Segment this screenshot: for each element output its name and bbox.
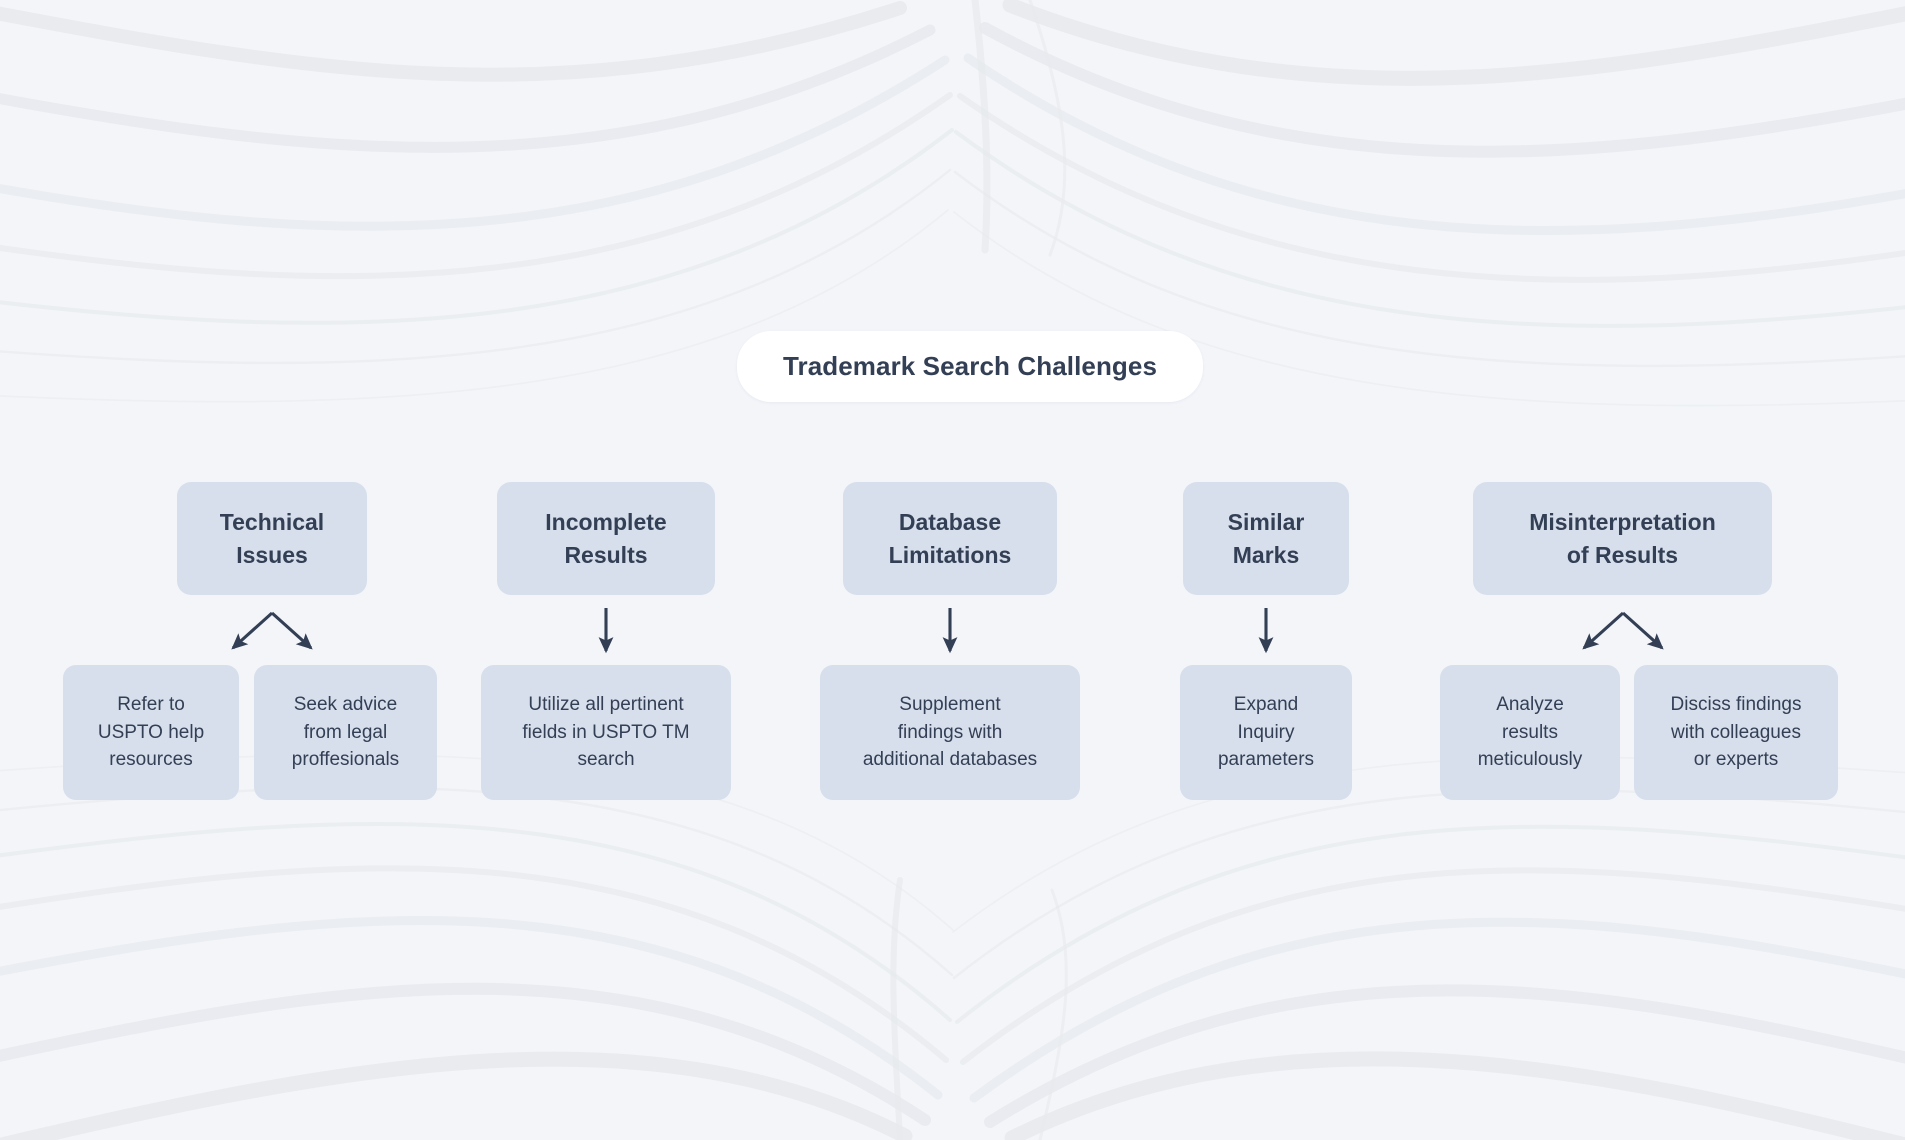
root-node-trademark-search-challenges[interactable]: Trademark Search Challenges	[737, 331, 1203, 402]
branch-node-database-limitations[interactable]: Database Limitations	[843, 482, 1057, 595]
leaf-node-utilize-pertinent-fields[interactable]: Utilize all pertinent fields in USPTO TM…	[481, 665, 731, 800]
leaf-node-seek-legal-advice[interactable]: Seek advice from legal proffesionals	[254, 665, 437, 800]
branch-node-label: Misinterpretation of Results	[1529, 508, 1716, 568]
leaf-node-label: Disciss findings with colleagues or expe…	[1670, 694, 1802, 771]
branch-node-incomplete-results[interactable]: Incomplete Results	[497, 482, 715, 595]
branch-node-misinterpretation-of-results[interactable]: Misinterpretation of Results	[1473, 482, 1772, 595]
leaf-node-expand-inquiry-parameters[interactable]: Expand Inquiry parameters	[1180, 665, 1352, 800]
branch-node-label: Incomplete Results	[545, 508, 667, 568]
root-node-label: Trademark Search Challenges	[782, 351, 1158, 382]
leaf-node-supplement-findings[interactable]: Supplement findings with additional data…	[820, 665, 1080, 800]
leaf-node-label: Supplement findings with additional data…	[862, 694, 1038, 771]
branch-node-label: Similar Marks	[1227, 508, 1305, 568]
leaf-node-label: Expand Inquiry parameters	[1217, 694, 1315, 771]
branch-node-similar-marks[interactable]: Similar Marks	[1183, 482, 1349, 595]
leaf-node-label: Seek advice from legal proffesionals	[291, 694, 400, 771]
branch-node-technical-issues[interactable]: Technical Issues	[177, 482, 367, 595]
leaf-node-discuss-with-colleagues[interactable]: Disciss findings with colleagues or expe…	[1634, 665, 1838, 800]
leaf-node-label: Analyze results meticulously	[1477, 694, 1583, 771]
branch-node-label: Database Limitations	[888, 508, 1012, 568]
leaf-node-analyze-results-meticulously[interactable]: Analyze results meticulously	[1440, 665, 1620, 800]
branch-node-label: Technical Issues	[219, 508, 325, 568]
leaf-node-label: Refer to USPTO help resources	[97, 694, 205, 771]
leaf-node-label: Utilize all pertinent fields in USPTO TM…	[522, 694, 690, 771]
leaf-node-refer-uspto-help[interactable]: Refer to USPTO help resources	[63, 665, 239, 800]
